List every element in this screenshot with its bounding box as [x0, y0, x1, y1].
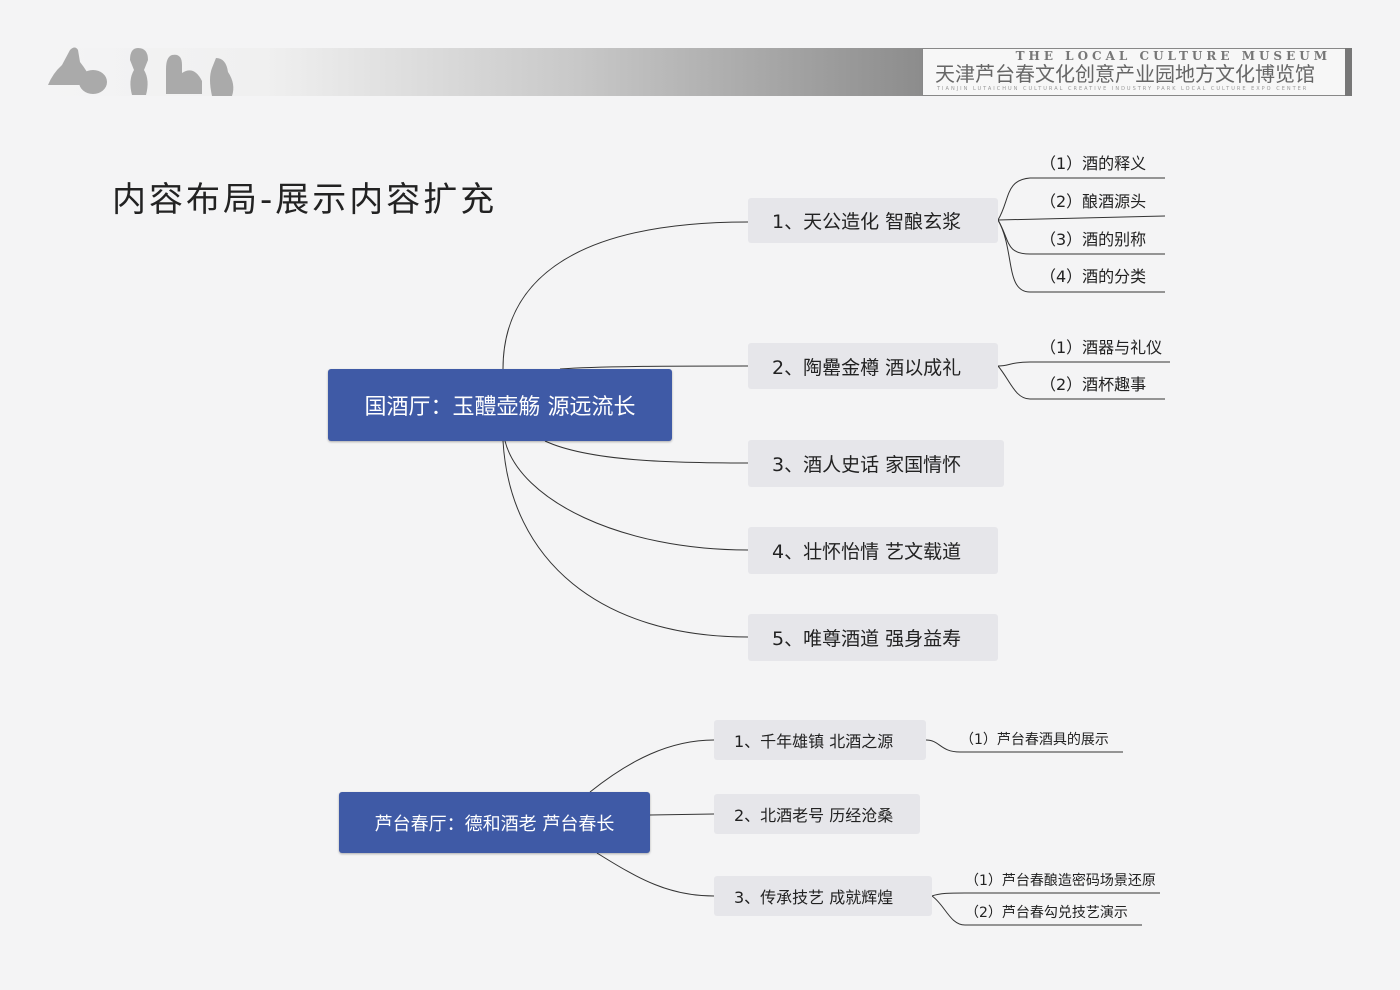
branch-node[interactable]: 3、传承技艺 成就辉煌: [714, 876, 932, 916]
branch-node[interactable]: 1、天公造化 智酿玄浆: [748, 198, 998, 243]
leaf-node[interactable]: （1）酒器与礼仪: [1040, 338, 1163, 357]
branch-node[interactable]: 1、千年雄镇 北酒之源: [714, 720, 926, 760]
leaf-node[interactable]: （1）芦台春酒具的展示: [960, 732, 1109, 748]
root-node-guojiu-hall[interactable]: 国酒厅：玉醴壶觞 源远流长: [328, 369, 672, 441]
leaf-node[interactable]: （2）酿酒源头: [1040, 192, 1147, 211]
leaf-node[interactable]: （2）芦台春勾兑技艺演示: [965, 905, 1128, 921]
museum-name-en: THE LOCAL CULTURE MUSEUM: [1015, 49, 1331, 63]
museum-banner: THE LOCAL CULTURE MUSEUM 天津芦台春文化创意产业园地方文…: [922, 48, 1346, 96]
leaf-node[interactable]: （4）酒的分类: [1040, 267, 1147, 286]
branch-node[interactable]: 4、壮怀怡情 艺文载道: [748, 527, 998, 574]
museum-name-cn: 天津芦台春文化创意产业园地方文化博览馆: [935, 62, 1315, 86]
root-node-lutaichun-hall[interactable]: 芦台春厅：德和酒老 芦台春长: [339, 792, 650, 853]
branch-node[interactable]: 3、酒人史话 家国情怀: [748, 440, 1004, 487]
banner-side-bar: [1345, 48, 1352, 96]
branch-node[interactable]: 2、北酒老号 历经沧桑: [714, 794, 920, 834]
branch-node[interactable]: 2、陶罍金樽 酒以成礼: [748, 343, 998, 389]
page-title: 内容布局-展示内容扩充: [112, 180, 498, 220]
leaf-node[interactable]: （3）酒的别称: [1040, 230, 1147, 249]
museum-name-pinyin: TIANJIN LUTAICHUN CULTURAL CREATIVE INDU…: [937, 86, 1309, 92]
figurines-logo-icon: [48, 47, 234, 96]
branch-node[interactable]: 5、唯尊酒道 强身益寿: [748, 614, 998, 661]
leaf-node[interactable]: （2）酒杯趣事: [1040, 375, 1147, 394]
leaf-node[interactable]: （1）酒的释义: [1040, 154, 1147, 173]
leaf-node[interactable]: （1）芦台春酿造密码场景还原: [965, 873, 1156, 889]
